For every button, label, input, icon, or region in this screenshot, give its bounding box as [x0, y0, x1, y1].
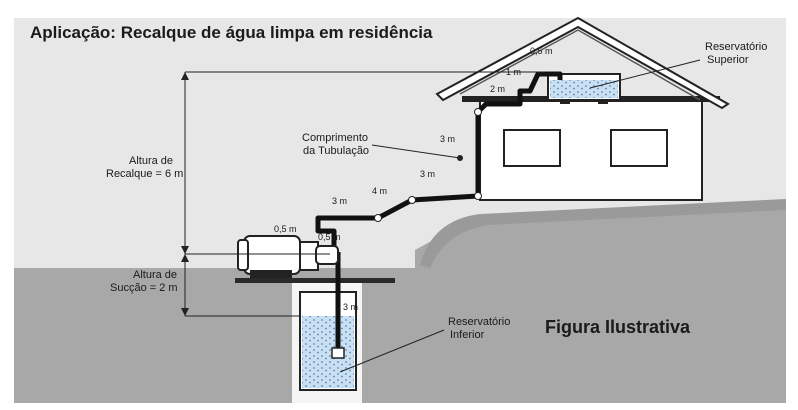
label-altura-recalque: Altura de	[129, 155, 173, 167]
house-roof	[435, 16, 730, 110]
label-reservatorio-superior: Superior	[707, 54, 749, 66]
pump	[237, 235, 339, 278]
pump-volute	[315, 245, 339, 265]
leader-lines	[339, 59, 701, 373]
label-altura-succao: Sucção = 2 m	[110, 282, 178, 294]
segment-length: 0,5 m	[318, 232, 341, 242]
height-dimension-lines	[184, 71, 545, 317]
upper-reservoir-foot	[598, 100, 608, 104]
label-reservatorio-inferior: Inferior	[450, 329, 485, 341]
label-altura-recalque: Recalque = 6 m	[106, 168, 183, 180]
pipe-elbow	[474, 192, 482, 200]
house	[435, 16, 730, 201]
pipe-elbow	[474, 108, 482, 116]
label-reservatorio-inferior: Reservatório	[448, 316, 510, 328]
pipe-elbow	[408, 196, 416, 204]
segment-length: 4 m	[372, 186, 387, 196]
segment-length: 3 m	[343, 302, 358, 312]
house-window-right	[610, 129, 668, 167]
dimension-arrows	[181, 72, 189, 316]
house-window-left	[503, 129, 561, 167]
segment-length: 1 m	[506, 67, 521, 77]
label-altura-succao: Altura de	[133, 269, 177, 281]
terrain-slope	[420, 199, 786, 268]
ground	[14, 200, 786, 403]
pump-motor	[243, 235, 301, 275]
watermark-figura-ilustrativa: Figura Ilustrativa	[545, 317, 691, 337]
pump-base	[250, 270, 292, 278]
pump-platform	[235, 278, 395, 283]
foot-valve	[331, 347, 345, 359]
label-reservatorio-superior: Reservatório	[705, 41, 767, 53]
segment-length: 0,5 m	[274, 224, 297, 234]
segment-length: 3 m	[332, 196, 347, 206]
lower-reservoir-water	[302, 316, 354, 388]
segment-length: 3 m	[420, 169, 435, 179]
segment-length: 3 m	[440, 134, 455, 144]
segment-length: 0,5 m	[530, 46, 553, 56]
roof-truss	[459, 29, 701, 101]
upper-reservoir-foot	[560, 100, 570, 104]
diagram-title: Aplicação: Recalque de água limpa em res…	[30, 23, 433, 42]
upper-reservoir-water	[550, 80, 618, 98]
label-comprimento: da Tubulação	[303, 145, 369, 157]
label-comprimento: Comprimento	[302, 132, 368, 144]
pump-motor-cap	[237, 239, 249, 271]
pipe-elbow	[374, 214, 382, 222]
segment-length: 2 m	[490, 84, 505, 94]
